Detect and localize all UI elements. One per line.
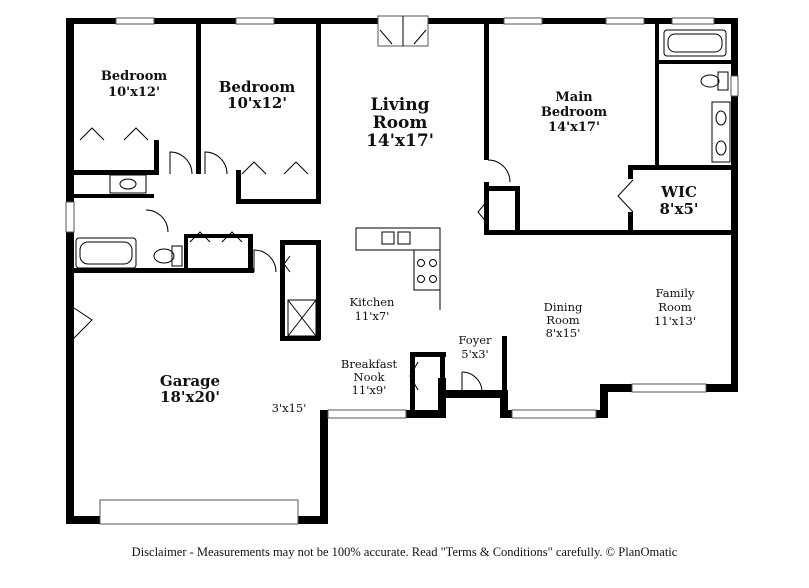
dining-room-line2: Room bbox=[546, 313, 580, 327]
living-room-size: 14'x17' bbox=[366, 131, 434, 151]
living-room-line1: Living bbox=[371, 95, 430, 115]
main-bedroom-line2: Bedroom bbox=[541, 105, 608, 120]
breakfast-nook-size: 11'x9' bbox=[352, 383, 387, 397]
foyer-size: 5'x3' bbox=[461, 347, 488, 361]
breakfast-nook-line1: Breakfast bbox=[341, 357, 398, 371]
closet-doors bbox=[79, 127, 489, 391]
windows bbox=[65, 17, 739, 525]
family-room-size: 11'x13' bbox=[654, 314, 696, 328]
breakfast-nook-line2: Nook bbox=[354, 370, 386, 384]
room-labels: Bedroom 10'x12' Bedroom 10'x12' Living R… bbox=[101, 69, 699, 415]
wic-size: 8'x5' bbox=[659, 200, 698, 218]
main-bedroom-line1: Main bbox=[555, 90, 593, 105]
fixtures bbox=[75, 29, 731, 337]
bedroom1-name: Bedroom bbox=[101, 69, 168, 84]
interior-walls bbox=[74, 24, 738, 414]
dining-room-line1: Dining bbox=[544, 300, 583, 314]
bedroom2-name: Bedroom bbox=[219, 78, 296, 96]
living-room-line2: Room bbox=[373, 113, 428, 133]
door-swings bbox=[73, 151, 634, 393]
patio-door bbox=[377, 15, 429, 47]
floor-plan: Bedroom 10'x12' Bedroom 10'x12' Living R… bbox=[65, 15, 739, 525]
bedroom1-size: 10'x12' bbox=[108, 85, 160, 100]
main-bedroom-size: 14'x17' bbox=[548, 120, 600, 135]
family-room-line2: Room bbox=[658, 300, 692, 314]
wic-name: WIC bbox=[660, 183, 697, 201]
kitchen-name: Kitchen bbox=[350, 295, 396, 309]
bedroom2-size: 10'x12' bbox=[227, 94, 287, 112]
foyer-name: Foyer bbox=[458, 333, 492, 347]
dining-room-size: 8'x15' bbox=[546, 326, 581, 340]
garage-size: 18'x20' bbox=[160, 388, 220, 406]
disclaimer-text: Disclaimer - Measurements may not be 100… bbox=[131, 545, 678, 559]
garage-name: Garage bbox=[160, 372, 220, 390]
kitchen-size: 11'x7' bbox=[355, 309, 390, 323]
garage-closet-size: 3'x15' bbox=[272, 401, 307, 415]
family-room-line1: Family bbox=[656, 286, 695, 300]
